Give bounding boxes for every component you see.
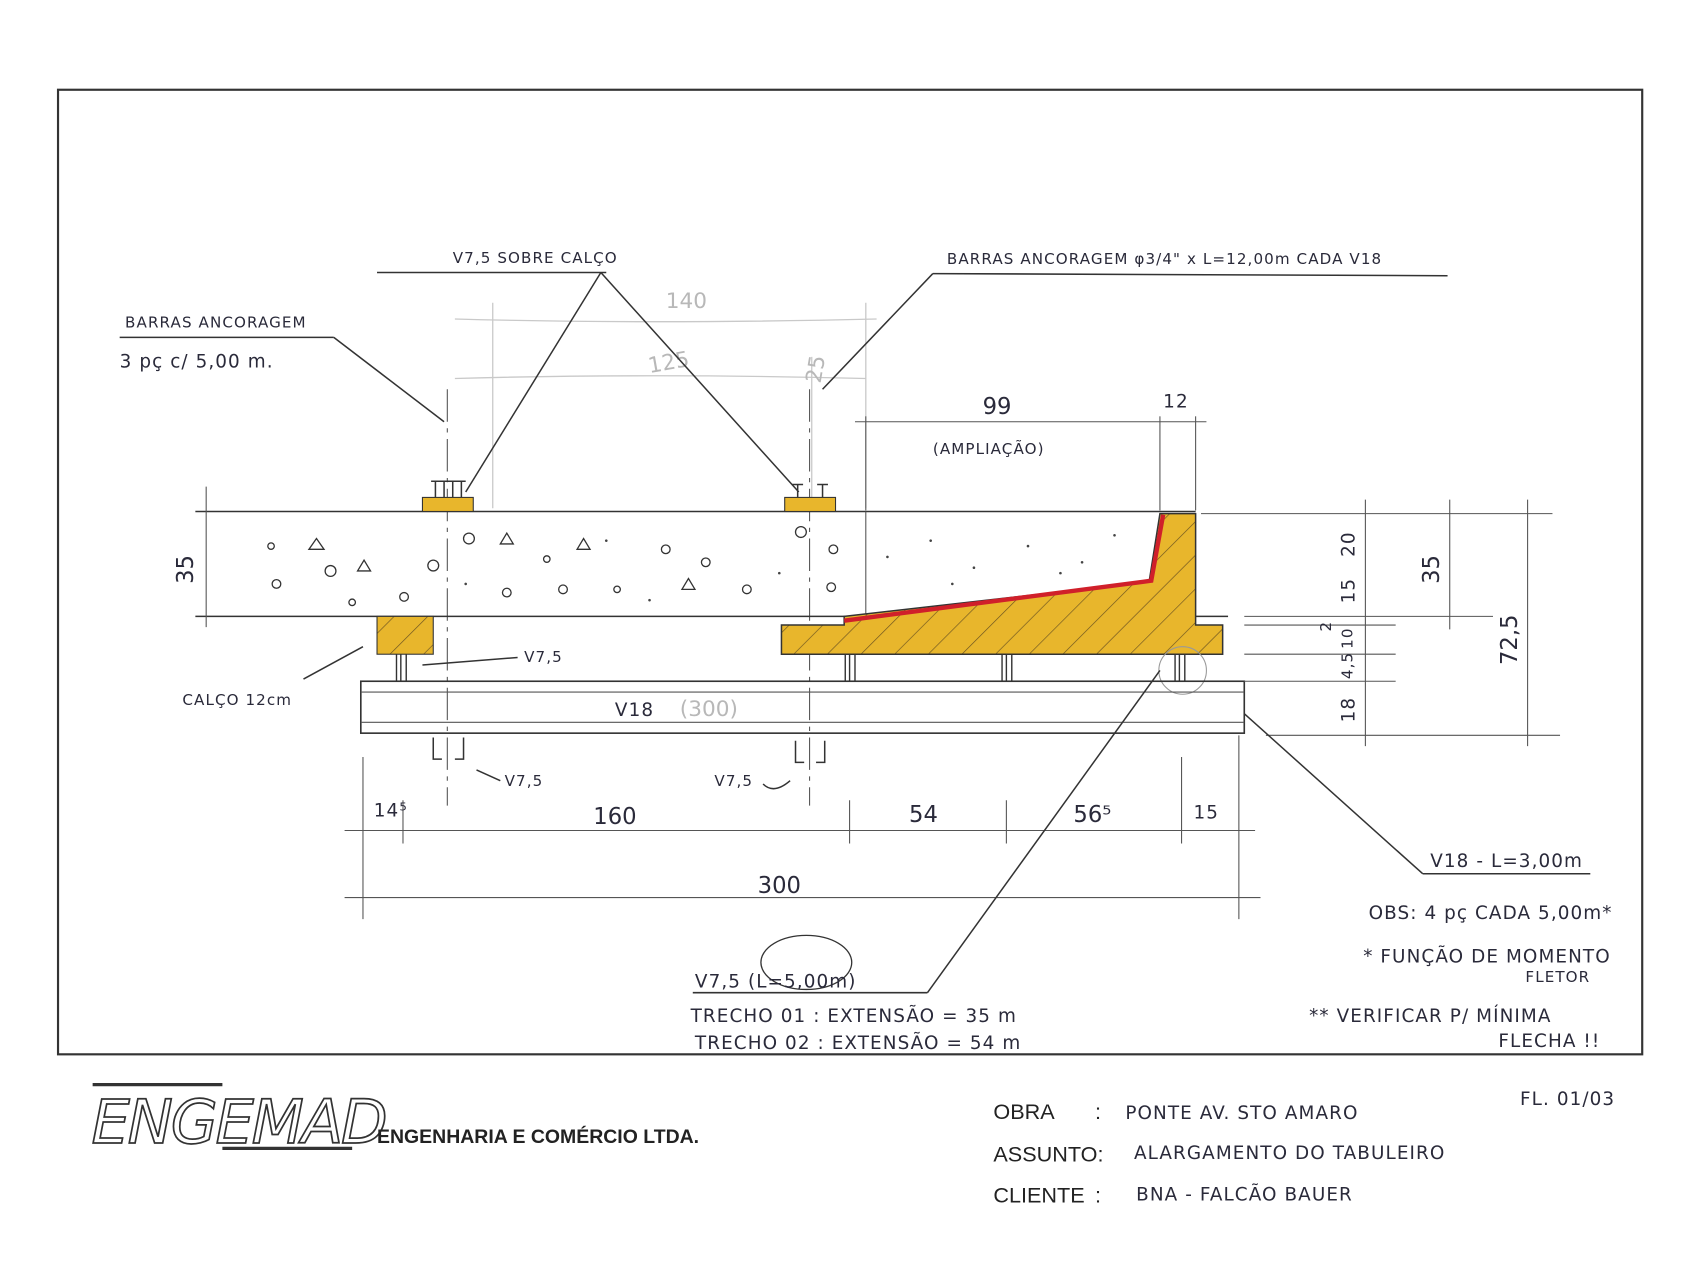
waterproofing-red-line: [843, 514, 1166, 623]
drawing-frame: [56, 88, 1644, 1056]
obra-value: PONTE AV. STO AMARO: [1125, 1103, 1358, 1124]
label-v75-length: V7,5 (L=5,00m): [695, 971, 857, 992]
dim-35-right: 35: [1419, 555, 1445, 584]
dimension-right: 20 15 2 10 4,5 18 35 72,5: [1201, 499, 1561, 747]
dim-54: 54: [909, 802, 938, 828]
label-barras-qty: 3 pç c/ 5,00 m.: [120, 352, 274, 373]
cliente-colon: :: [1095, 1182, 1101, 1207]
dim-35-left: 35: [173, 555, 199, 584]
title-block: ENGEMAD ENGENHARIA E COMÉRCIO LTDA. FL. …: [91, 1082, 1615, 1207]
dim-300: 300: [758, 873, 801, 899]
obs-line-5: FLECHA !!: [1498, 1031, 1600, 1052]
dimension-left: 35: [173, 486, 207, 628]
dim-72-5: 72,5: [1497, 615, 1523, 666]
obs-line-2: * FUNÇÃO DE MOMENTO: [1363, 945, 1611, 967]
label-v18-mid: V18: [615, 700, 654, 721]
assunto-value: ALARGAMENTO DO TABULEIRO: [1134, 1143, 1445, 1164]
label-calco: CALÇO 12cm: [182, 691, 292, 709]
dim-25: 25: [802, 353, 831, 384]
calco-block: [376, 615, 434, 655]
company-name: ENGENHARIA E COMÉRCIO LTDA.: [377, 1125, 699, 1148]
trecho-01: TRECHO 01 : EXTENSÃO = 35 m: [690, 1005, 1017, 1027]
company-logo: ENGEMAD: [92, 1088, 386, 1158]
dim-56-5: 56⁵: [1073, 802, 1111, 828]
dim-18: 18: [1339, 697, 1360, 723]
obs-line-1: OBS: 4 pç CADA 5,00m*: [1369, 903, 1613, 924]
label-barras-ancoragem-right: BARRAS ANCORAGEM φ3/4" x L=12,00m CADA V…: [947, 250, 1382, 268]
pencil-dimensions: 140 125 25: [454, 289, 877, 509]
dim-4-5: 4,5: [1338, 652, 1356, 679]
label-v75-b: V7,5: [505, 772, 544, 790]
dim-160: 160: [593, 804, 636, 830]
obs-line-4: ** VERIFICAR P/ MÍNIMA: [1309, 1005, 1551, 1027]
v18-beam: V18 (300): [359, 680, 1246, 734]
obra-label: OBRA: [993, 1099, 1055, 1124]
dim-99: 99: [983, 394, 1012, 420]
new-concrete-widening: [780, 512, 1224, 655]
dim-125: 125: [646, 347, 691, 379]
dim-15: 15: [1193, 803, 1219, 824]
cliente-value: BNA - FALCÃO BAUER: [1136, 1183, 1353, 1205]
label-v18-length: V18 - L=3,00m: [1430, 851, 1583, 872]
dimension-ampliacao: 99 (AMPLIAÇÃO) 12: [854, 392, 1207, 511]
dimension-chain: 14⁵ 160 54 56⁵ 15 300: [344, 735, 1261, 920]
label-v75-a: V7,5: [524, 648, 563, 666]
obs-line-3: FLETOR: [1525, 968, 1590, 986]
label-v75-c: V7,5: [714, 772, 753, 790]
observations: OBS: 4 pç CADA 5,00m* * FUNÇÃO DE MOMENT…: [1309, 903, 1613, 1052]
studs: [395, 654, 1186, 682]
dim-20: 20: [1339, 531, 1360, 557]
dim-12: 12: [1163, 392, 1189, 413]
label-ampliacao: (AMPLIAÇÃO): [933, 439, 1045, 458]
sheet-number: FL. 01/03: [1520, 1089, 1615, 1110]
trecho-02: TRECHO 02 : EXTENSÃO = 54 m: [694, 1032, 1021, 1054]
label-v75-sobre-calco: V7,5 SOBRE CALÇO: [453, 249, 618, 267]
assunto-label: ASSUNTO:: [993, 1141, 1103, 1166]
label-v18-mid-note: (300): [680, 697, 738, 722]
bearing-plate-right: [784, 496, 837, 513]
bearing-plate-left: [421, 496, 474, 513]
dim-10: 10: [1338, 627, 1356, 648]
obra-colon: :: [1095, 1099, 1101, 1124]
dim-2: 2: [1317, 621, 1335, 632]
dim-15-right: 15: [1339, 578, 1360, 604]
dim-14-5: 14⁵: [374, 800, 408, 821]
dim-140: 140: [666, 289, 707, 314]
cliente-label: CLIENTE: [993, 1182, 1084, 1207]
label-barras-ancoragem-left: BARRAS ANCORAGEM: [125, 314, 307, 332]
